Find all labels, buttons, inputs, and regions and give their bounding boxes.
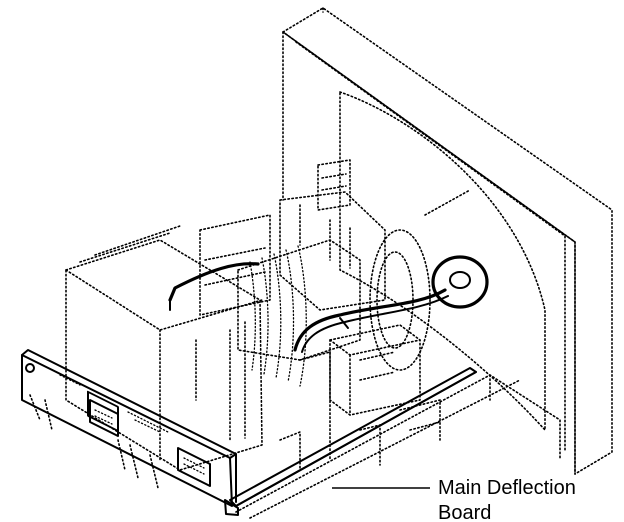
vertical-circuit-board (65, 225, 263, 471)
anode-cap (293, 255, 489, 353)
callout-label: Main Deflection Board (438, 476, 576, 522)
callout-label-line2: Board (438, 502, 492, 522)
main-deflection-board (21, 349, 561, 519)
crt-yoke-assembly (199, 159, 431, 387)
yoke-wire (168, 262, 260, 311)
callout-label-line1: Main Deflection (438, 477, 576, 499)
crt-bezel (282, 7, 613, 475)
